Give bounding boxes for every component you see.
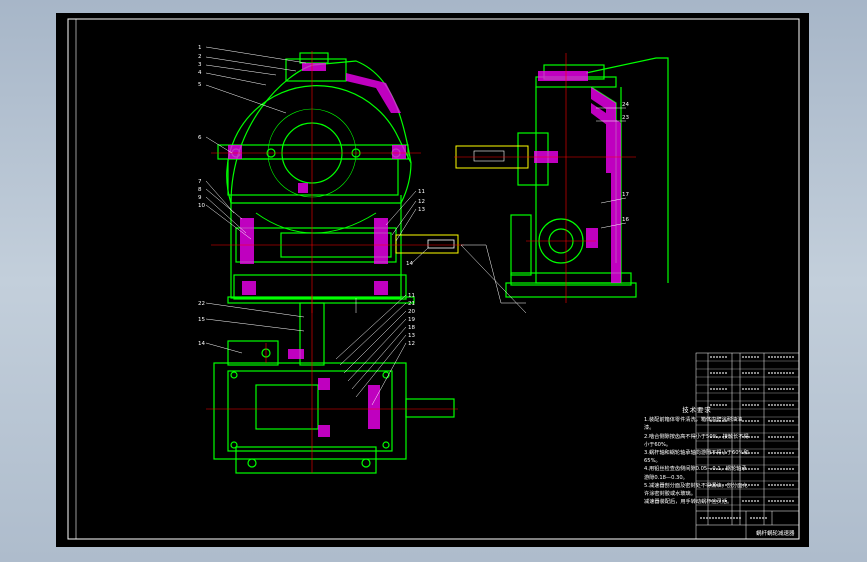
svg-text:12: 12 (418, 199, 425, 205)
svg-text:15: 15 (198, 317, 205, 323)
top-view (213, 302, 407, 474)
front-view-centerlines (211, 51, 464, 313)
requirement-item: 5.减速器剖分面及密封处不得漏油，剖分面允许涂密封胶或水玻璃。 (644, 482, 748, 498)
svg-text:9: 9 (198, 195, 202, 201)
requirement-item: 2.啮合侧隙按齿高不得小于50%，接触长不得小于60%。 (644, 433, 749, 448)
svg-text:13: 13 (418, 207, 425, 213)
requirement-item: 4.用铅丝检查齿侧间隙0.05—0.1，蜗轮轴承游隙0.18—0.30。 (644, 466, 747, 481)
svg-text:18: 18 (408, 325, 415, 331)
svg-text:14: 14 (198, 341, 205, 347)
svg-text:11: 11 (418, 189, 425, 195)
top-view-shaft (405, 398, 455, 418)
svg-text:4: 4 (198, 70, 202, 76)
requirement-item: 1.装配前箱体零件清洗，箱体内壁涂耐油油漆。 (644, 417, 743, 432)
svg-text:22: 22 (198, 301, 205, 307)
side-view-labels: 24 23 17 16 (622, 102, 629, 223)
svg-text:23: 23 (622, 115, 629, 121)
requirement-item: 3.蜗杆轴和蜗轮轴承轴向游隙不得小于60%和65%。 (644, 450, 749, 465)
svg-text:14: 14 (406, 261, 413, 267)
side-keyway (473, 150, 505, 162)
side-view-leaders (460, 107, 627, 314)
keyway (427, 239, 455, 249)
svg-text:11: 11 (408, 293, 415, 299)
requirement-item: 减速器装配后，用手转动蜗杆应灵活。 (644, 499, 733, 506)
top-view-leaders (205, 294, 407, 406)
svg-text:20: 20 (408, 309, 415, 315)
title-block-drawing-name: 蜗杆蜗轮减速器 (756, 529, 795, 537)
side-view-hatching (534, 71, 621, 283)
side-view (505, 57, 669, 298)
svg-text:6: 6 (198, 135, 202, 141)
svg-text:3: 3 (198, 62, 202, 68)
top-view-labels: 22 15 14 11 21 20 19 18 13 12 (198, 293, 415, 347)
svg-text:7: 7 (198, 179, 202, 185)
svg-text:2: 2 (198, 54, 202, 60)
drawing-inner-border (75, 18, 800, 540)
technical-requirements-title: 技术要求 (682, 406, 712, 414)
svg-text:8: 8 (198, 187, 202, 193)
parts-list-illegible-text (700, 356, 794, 519)
svg-text:10: 10 (198, 203, 205, 209)
svg-text:17: 17 (622, 192, 629, 198)
top-view-centerlines (206, 295, 458, 473)
technical-requirements: 技术要求 1.装配前箱体零件清洗，箱体内壁涂耐油油漆。 2.啮合侧隙按齿高不得小… (644, 406, 750, 506)
worm-shaft-extension (395, 234, 459, 254)
svg-text:19: 19 (408, 317, 415, 323)
front-view-hatching (228, 63, 406, 295)
top-view-hatching (288, 349, 380, 437)
svg-text:16: 16 (622, 217, 629, 223)
svg-text:13: 13 (408, 333, 415, 339)
svg-text:5: 5 (198, 82, 202, 88)
svg-text:1: 1 (198, 45, 202, 51)
parts-list-rows (696, 360, 799, 506)
side-view-centerlines (454, 53, 636, 303)
svg-text:12: 12 (408, 341, 415, 347)
parts-list-table (695, 352, 800, 540)
svg-text:24: 24 (622, 102, 629, 108)
svg-text:21: 21 (408, 301, 415, 307)
front-view-leaders (205, 46, 429, 313)
